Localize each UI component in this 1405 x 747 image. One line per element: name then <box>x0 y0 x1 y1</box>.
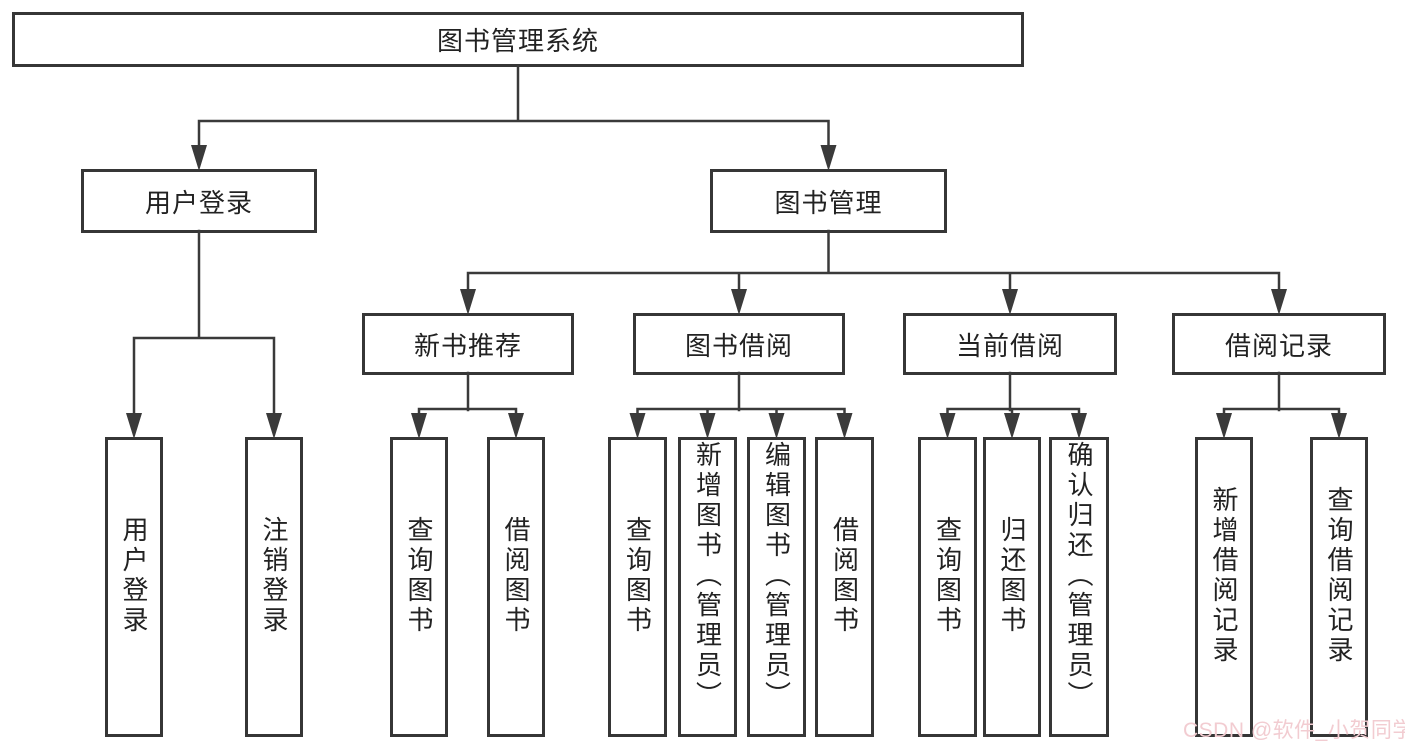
leaf-label: 新增借阅记录 <box>1209 486 1239 666</box>
leaf-label: 用户登录 <box>119 516 149 636</box>
leaf-current-confirm-return-admin: 确认归还（管理员） <box>1049 437 1109 737</box>
branch-book-management: 图书管理 <box>710 169 947 233</box>
branch-user-login: 用户登录 <box>81 169 317 233</box>
leaf-label: 注销登录 <box>259 516 289 636</box>
leaf-current-query-books: 查询图书 <box>918 437 977 737</box>
leaf-label: 查询借阅记录 <box>1324 486 1354 666</box>
category-new-book-recommend: 新书推荐 <box>362 313 574 375</box>
leaf-user-login: 用户登录 <box>105 437 163 737</box>
leaf-current-return-books: 归还图书 <box>983 437 1041 737</box>
watermark: CSDN @软件_小贺同学 <box>1183 719 1405 742</box>
leaf-label: 查询图书 <box>404 516 434 636</box>
leaf-records-query-record: 查询借阅记录 <box>1310 437 1368 737</box>
leaf-borrow-borrow-books: 借阅图书 <box>815 437 874 737</box>
leaf-label: 查询图书 <box>622 516 653 636</box>
leaf-label: 编辑图书（管理员） <box>761 441 792 711</box>
category-book-borrow: 图书借阅 <box>633 313 845 375</box>
leaf-label: 借阅图书 <box>829 516 860 636</box>
leaf-label: 确认归还（管理员） <box>1064 441 1094 711</box>
leaf-recommend-borrow-books: 借阅图书 <box>487 437 545 737</box>
leaf-recommend-query-books: 查询图书 <box>390 437 448 737</box>
category-borrow-records: 借阅记录 <box>1172 313 1386 375</box>
leaf-label: 借阅图书 <box>501 516 531 636</box>
root-node: 图书管理系统 <box>12 12 1024 67</box>
leaf-logout: 注销登录 <box>245 437 303 737</box>
leaf-label: 查询图书 <box>932 516 963 636</box>
leaf-label: 新增图书（管理员） <box>692 441 723 711</box>
leaf-borrow-query-books: 查询图书 <box>608 437 667 737</box>
leaf-label: 归还图书 <box>997 516 1027 636</box>
category-current-borrow: 当前借阅 <box>903 313 1117 375</box>
leaf-borrow-edit-books-admin: 编辑图书（管理员） <box>747 437 806 737</box>
leaf-records-add-record: 新增借阅记录 <box>1195 437 1253 737</box>
leaf-borrow-add-books-admin: 新增图书（管理员） <box>678 437 737 737</box>
